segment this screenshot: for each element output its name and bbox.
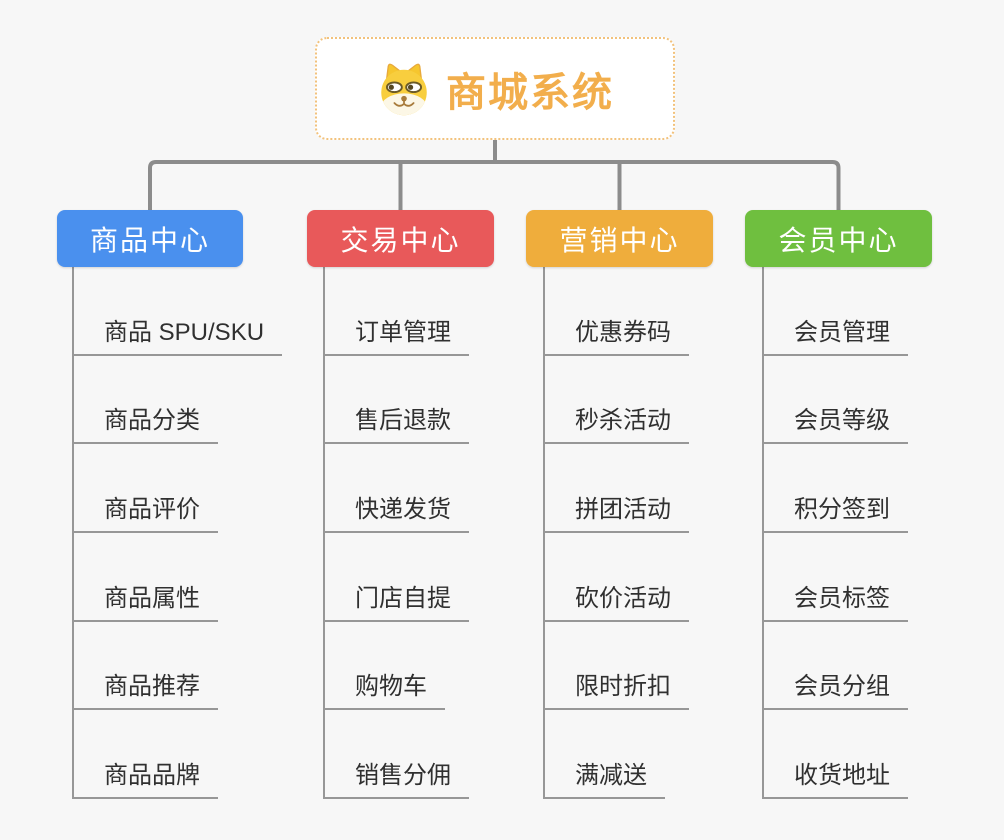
leaf-node[interactable]: 秒杀活动 [543,355,689,445]
leaf-node[interactable]: 会员等级 [762,355,908,445]
leaf-node[interactable]: 满减送 [543,710,665,800]
leaf-node[interactable]: 商品评价 [72,444,218,534]
branch-bus-line [148,160,841,210]
leaf-node[interactable]: 会员分组 [762,621,908,711]
leaf-node[interactable]: 优惠券码 [543,267,689,356]
leaf-node[interactable]: 限时折扣 [543,621,689,711]
leaf-node[interactable]: 商品分类 [72,355,218,445]
leaf-node[interactable]: 订单管理 [323,267,469,356]
leaf-node[interactable]: 会员标签 [762,533,908,622]
item-list-product-center: 商品 SPU/SKU 商品分类 商品评价 商品属性 商品推荐 商品品牌 [72,267,283,800]
leaf-node[interactable]: 商品推荐 [72,621,218,711]
leaf-node[interactable]: 门店自提 [323,533,469,622]
root-node-mall-system[interactable]: 商城系统 [315,37,675,140]
leaf-node[interactable]: 售后退款 [323,355,469,445]
leaf-node[interactable]: 商品品牌 [72,710,218,800]
item-list-member-center: 会员管理 会员等级 积分签到 会员标签 会员分组 收货地址 [762,267,908,800]
leaf-node[interactable]: 快递发货 [323,444,469,534]
leaf-node[interactable]: 积分签到 [762,444,908,534]
leaf-node[interactable]: 购物车 [323,621,445,711]
dog-face-icon [381,63,427,115]
leaf-node[interactable]: 砍价活动 [543,533,689,622]
item-list-trade-center: 订单管理 售后退款 快递发货 门店自提 购物车 销售分佣 [323,267,469,800]
branch-node-marketing-center[interactable]: 营销中心 [526,210,713,267]
branch-label: 营销中心 [559,224,680,256]
item-list-marketing-center: 优惠券码 秒杀活动 拼团活动 砍价活动 限时折扣 满减送 [543,267,689,800]
leaf-node[interactable]: 拼团活动 [543,444,689,534]
branch-label: 会员中心 [778,224,899,256]
branch-node-member-center[interactable]: 会员中心 [745,210,932,267]
leaf-node[interactable]: 商品 SPU/SKU [72,267,283,356]
leaf-node[interactable]: 商品属性 [72,533,218,622]
branch-label: 商品中心 [89,224,210,256]
leaf-node[interactable]: 会员管理 [762,267,908,356]
branch-label: 交易中心 [340,224,461,256]
root-node-title: 商城系统 [446,70,614,115]
branch-node-product-center[interactable]: 商品中心 [57,210,243,267]
branch-node-trade-center[interactable]: 交易中心 [307,210,494,267]
leaf-node[interactable]: 收货地址 [762,710,908,800]
leaf-node[interactable]: 销售分佣 [323,710,469,800]
